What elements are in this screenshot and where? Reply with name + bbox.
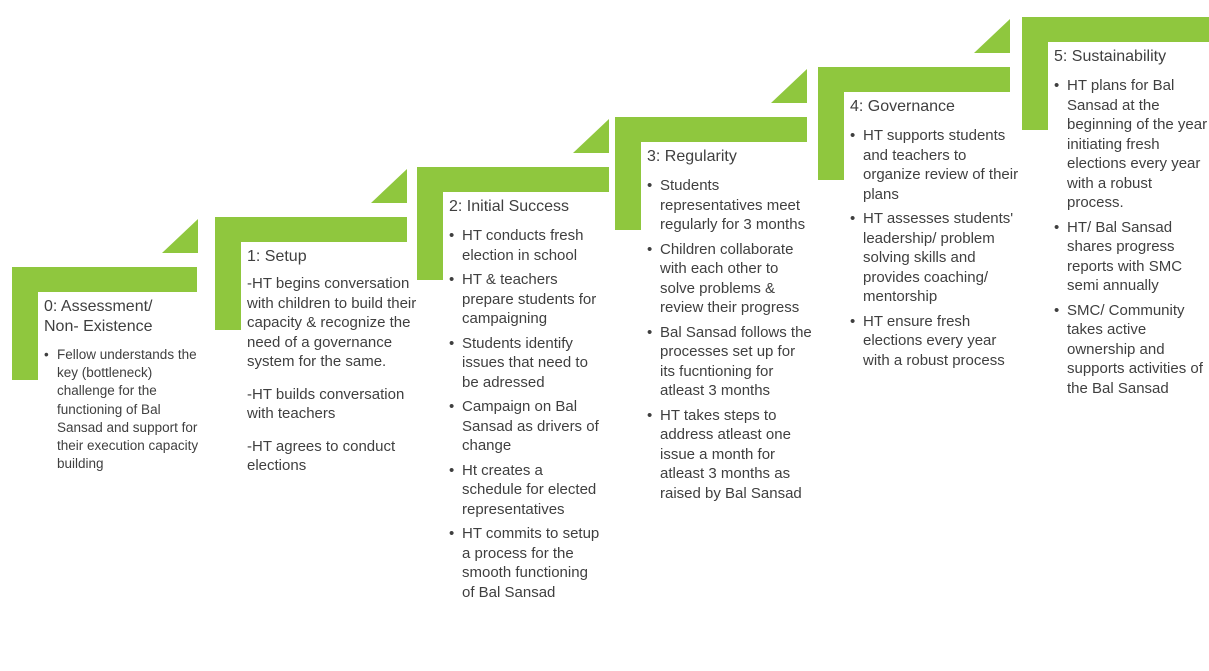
list-item-text: Fellow understands the key (bottleneck) …: [57, 347, 199, 472]
bullet-icon: •: [44, 347, 49, 362]
list-item-text: -HT agrees to conduct elections: [247, 437, 396, 475]
list-item-text: Students identify issues that need to be…: [462, 334, 588, 391]
bullet-icon: •: [449, 398, 455, 415]
list-item: • Fellow understands the key (bottleneck…: [44, 346, 199, 474]
list-item-text: -HT begins conversation with children to…: [247, 275, 417, 370]
bullet-icon: •: [449, 461, 455, 479]
step-bar: [1022, 17, 1209, 42]
step-triangle: [771, 69, 807, 103]
list-item: • HT commits to setup a process for the …: [449, 524, 601, 602]
bullet-icon: •: [850, 210, 856, 227]
step-bar: [818, 67, 1010, 92]
list-item-text: HT/ Bal Sansad shares progress reports w…: [1067, 218, 1183, 295]
step-riser: [215, 217, 241, 330]
bullet-icon: •: [449, 525, 455, 542]
list-item: • HT assesses students' leadership/ prob…: [850, 209, 1022, 307]
list-item: • HT & teachers prepare students for cam…: [449, 270, 601, 329]
bullet-icon: •: [850, 312, 856, 330]
step-title: 5: Sustainability: [1054, 48, 1167, 65]
list-item-text: SMC/ Community takes active ownership an…: [1067, 301, 1203, 397]
list-item: • HT plans for Bal Sansad at the beginni…: [1054, 76, 1209, 213]
bullet-icon: •: [449, 334, 455, 352]
step-content: 1: Setup -HT begins conversation with ch…: [247, 247, 419, 489]
list-item-text: Campaign on Bal Sansad as drivers of cha…: [462, 398, 599, 454]
bullet-icon: •: [1054, 218, 1060, 236]
step-title: 2: Initial Success: [449, 198, 570, 215]
step-title: 3: Regularity: [647, 148, 737, 165]
list-item: -HT agrees to conduct elections: [247, 437, 419, 476]
step-riser: [818, 67, 844, 180]
step-riser: [12, 267, 38, 380]
step-bar: [417, 167, 609, 192]
list-item-text: Ht creates a schedule for elected repres…: [462, 461, 597, 518]
list-item-text: HT supports students and teachers to org…: [863, 127, 1019, 203]
bullet-icon: •: [449, 271, 455, 288]
step-bar: [215, 217, 407, 242]
step-content: 0: Assessment/ Non- Existence • Fellow u…: [44, 297, 199, 479]
step-triangle: [162, 219, 198, 253]
list-item: • Students representatives meet regularl…: [647, 176, 812, 235]
bullet-icon: •: [1054, 77, 1060, 94]
step-riser: [1022, 17, 1048, 130]
step-title: 0: Assessment/ Non- Existence: [44, 298, 153, 335]
bullet-icon: •: [647, 177, 653, 194]
list-item-text: HT plans for Bal Sansad at the beginning…: [1067, 77, 1208, 211]
step-content: 5: Sustainability • HT plans for Bal San…: [1054, 47, 1209, 403]
step-riser: [615, 117, 641, 230]
list-item: • Children collaborate with each other t…: [647, 240, 812, 318]
step-triangle: [573, 119, 609, 153]
list-item: • Bal Sansad follows the processes set u…: [647, 323, 812, 401]
step-bar: [615, 117, 807, 142]
list-item-text: HT takes steps to address atleast one is…: [660, 406, 802, 502]
list-item: • Campaign on Bal Sansad as drivers of c…: [449, 397, 601, 456]
bullet-icon: •: [449, 227, 455, 244]
bullet-icon: •: [1054, 301, 1060, 319]
step-content: 3: Regularity • Students representatives…: [647, 147, 812, 508]
list-item: -HT begins conversation with children to…: [247, 274, 419, 372]
step-content: 2: Initial Success • HT conducts fresh e…: [449, 197, 601, 607]
list-item-text: HT ensure fresh elections every year wit…: [863, 312, 1005, 369]
list-item: -HT builds conversation with teachers: [247, 385, 419, 424]
step-triangle: [974, 19, 1010, 53]
list-item-text: HT commits to setup a process for the sm…: [462, 525, 600, 601]
list-item: • HT takes steps to address atleast one …: [647, 406, 812, 504]
list-item: • Ht creates a schedule for elected repr…: [449, 461, 601, 520]
list-item-text: HT conducts fresh election in school: [462, 227, 584, 264]
bullet-icon: •: [647, 406, 653, 424]
list-item-text: -HT builds conversation with teachers: [247, 385, 405, 423]
list-item: • HT ensure fresh elections every year w…: [850, 312, 1022, 371]
bullet-icon: •: [850, 127, 856, 144]
list-item: • Students identify issues that need to …: [449, 334, 601, 393]
list-item-text: HT & teachers prepare students for campa…: [462, 271, 597, 327]
step-title: 1: Setup: [247, 248, 307, 265]
step-title: 4: Governance: [850, 98, 955, 115]
step-riser: [417, 167, 443, 280]
list-item: • SMC/ Community takes active ownership …: [1054, 301, 1209, 399]
list-item: • HT/ Bal Sansad shares progress reports…: [1054, 218, 1209, 296]
step-triangle: [371, 169, 407, 203]
list-item-text: Bal Sansad follows the processes set up …: [660, 323, 812, 400]
step-content: 4: Governance • HT supports students and…: [850, 97, 1022, 375]
step-bar: [12, 267, 197, 292]
list-item: • HT conducts fresh election in school: [449, 226, 601, 265]
list-item: • HT supports students and teachers to o…: [850, 126, 1022, 204]
list-item-text: HT assesses students' leadership/ proble…: [863, 210, 1014, 305]
bullet-icon: •: [647, 323, 653, 341]
bullet-icon: •: [647, 240, 653, 258]
list-item-text: Students representatives meet regularly …: [660, 177, 806, 233]
list-item-text: Children collaborate with each other to …: [660, 240, 800, 317]
